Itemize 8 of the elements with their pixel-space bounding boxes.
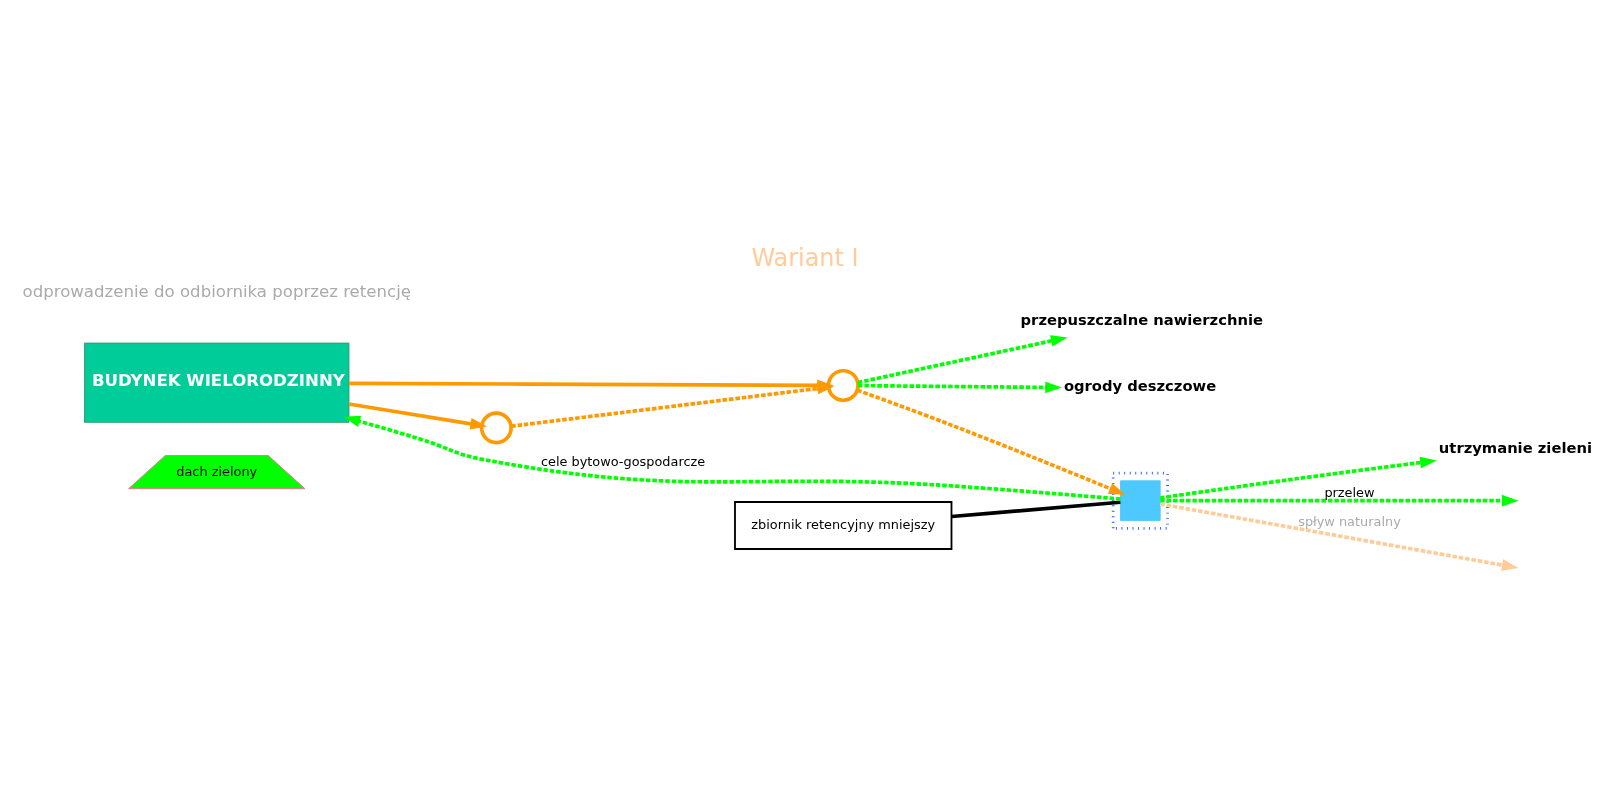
label: odprowadzenie do odbiornika poprzez retencję <box>22 282 411 302</box>
diagram-title: Wariant I <box>751 243 859 272</box>
node-text: ogrody deszczowe <box>1063 376 1217 394</box>
node-text: utrzymanie zieleni <box>1438 439 1593 457</box>
edge-label: cele bytowo-gospodarcze <box>540 453 706 469</box>
node-text: przepuszczalne nawierzchnie <box>1020 310 1263 328</box>
edge-label: spływ naturalny <box>1298 513 1401 529</box>
edge-label: przelew <box>1324 485 1375 501</box>
